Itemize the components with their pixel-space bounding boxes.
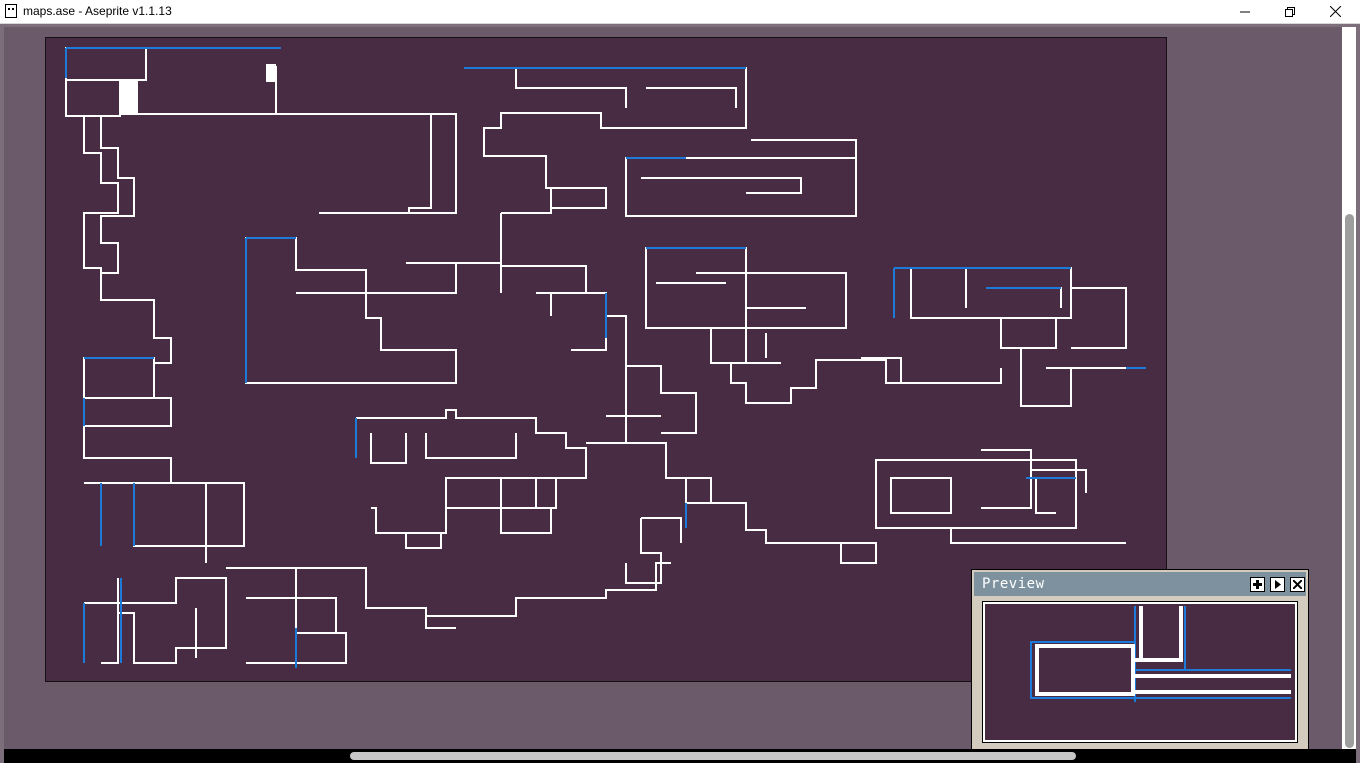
minimize-button[interactable] <box>1222 0 1268 23</box>
preview-title: Preview <box>982 576 1045 592</box>
minimize-icon <box>1240 11 1250 12</box>
map-drawing <box>65 47 1146 668</box>
center-icon <box>1253 580 1262 589</box>
preview-close-button[interactable] <box>1290 577 1305 592</box>
close-icon <box>1329 6 1341 17</box>
horizontal-scroll-thumb[interactable] <box>350 752 1076 760</box>
play-button[interactable] <box>1270 577 1285 592</box>
preview-canvas[interactable] <box>982 601 1298 743</box>
close-icon <box>1293 580 1302 589</box>
preview-map-drawing <box>1030 606 1291 702</box>
preview-window[interactable]: Preview <box>971 569 1309 750</box>
vertical-scroll-thumb[interactable] <box>1345 214 1354 748</box>
maximize-icon <box>1285 6 1295 17</box>
center-button[interactable] <box>1250 577 1265 592</box>
window-title: maps.ase - Aseprite v1.1.13 <box>23 4 172 18</box>
aseprite-icon <box>5 4 17 18</box>
close-button[interactable] <box>1312 0 1358 23</box>
preview-title-bar[interactable]: Preview <box>974 572 1306 596</box>
title-bar[interactable]: maps.ase - Aseprite v1.1.13 <box>0 0 1360 24</box>
play-icon <box>1275 580 1281 589</box>
maximize-button[interactable] <box>1267 0 1313 23</box>
window-bottom-border <box>0 763 1360 768</box>
